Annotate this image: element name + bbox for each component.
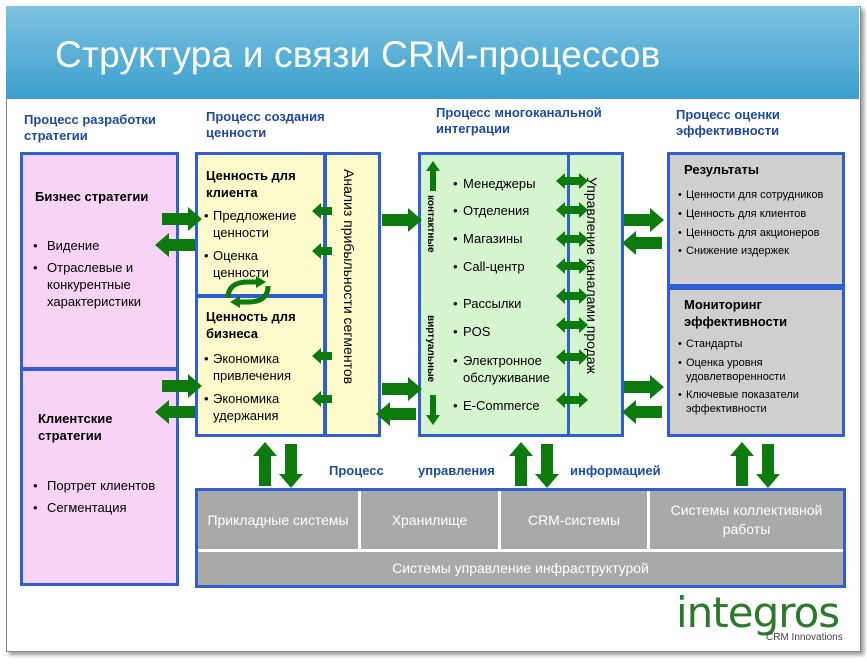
info-process-word: Процесс [329,463,384,478]
info-process-word: информацией [570,463,661,478]
channel-item: Магазины [463,231,523,246]
bullet-icon: • [204,351,209,366]
results-title: Результаты [684,162,759,177]
bullet-icon: • [453,259,458,274]
bullet-icon: • [678,338,682,350]
bullet-icon: • [678,208,682,220]
bullet-icon: • [33,500,38,515]
business-strategy-box: Бизнес стратегии • Видение • Отраслевые … [20,152,179,370]
infrastructure-management-cell: Системы управление инфраструктурой [198,552,843,585]
bullet-icon: • [453,296,458,311]
segment-profitability-box: Анализ прибыльности сегментов [324,152,381,437]
channel-item: Менеджеры [463,176,536,191]
column-heading-evaluation: Процесс оценки эффективности [676,107,780,138]
logo-tagline: CRM Innovations [766,632,843,643]
bullet-icon: • [453,231,458,246]
monitoring-box: Мониторинг эффективности • Стандарты • О… [667,287,845,437]
sales-channel-management-label: Управление каналами продаж [584,177,600,374]
bullet-icon: • [678,227,682,239]
bullet-icon: • [33,238,38,253]
contact-channels-label: контактные [425,195,436,253]
bullet-icon: • [453,176,458,191]
business-value-item: Экономика привлечения [213,351,292,383]
info-process-word: управления [418,463,495,478]
storage-cell: Хранилище [361,491,498,549]
results-item: Снижение издержек [686,245,789,257]
applied-systems-cell: Прикладные системы [198,491,358,549]
bullet-icon: • [678,245,682,257]
bullet-icon: • [204,391,209,406]
down-arrow-icon [426,395,440,425]
bullet-icon: • [678,189,682,201]
business-value-item: Экономика удержания [213,391,280,423]
channel-item: Отделения [463,203,530,218]
results-box: Результаты • Ценности для сотрудников • … [667,152,845,287]
bullet-icon: • [453,203,458,218]
business-value-box: Ценность для бизнеса • Экономика привлеч… [195,295,326,437]
bullet-icon: • [453,353,458,368]
bullet-icon: • [204,208,209,223]
crm-systems-cell: CRM-системы [501,491,647,549]
collaboration-systems-cell: Системы коллективной работы [650,491,843,549]
business-strategy-item: Отраслевые и конкурентные характеристики [47,260,142,309]
client-strategy-title: Клиентские стратегии [38,411,113,443]
monitoring-item: Ключевые показатели эффективности [686,389,799,415]
virtual-channels-label: виртуальные [425,315,436,383]
monitoring-item: Оценка уровня удовлетворенности [686,357,786,383]
channels-box: контактные виртуальные • Менеджеры • Отд… [418,152,570,437]
bullet-icon: • [33,260,38,275]
bullet-icon: • [204,248,209,263]
business-strategy-item: Видение [47,238,100,253]
client-strategy-item: Портрет клиентов [47,478,156,493]
channel-item: Электронное обслуживание [463,353,550,385]
bullet-icon: • [453,324,458,339]
column-heading-strategy: Процесс разработки стратегии [24,112,156,143]
channel-item: POS [463,324,491,339]
client-value-item: Оценка ценности [213,248,269,280]
monitoring-title: Мониторинг эффективности [684,297,788,329]
client-strategy-item: Сегментация [47,500,127,515]
column-heading-multichannel: Процесс многоканальной интеграции [436,105,602,136]
results-item: Ценности для сотрудников [686,189,824,201]
bullet-icon: • [678,357,682,369]
channel-item: Рассылки [463,296,522,311]
results-item: Ценность для клиентов [686,208,807,220]
cycle-arrows-icon [225,276,271,308]
results-item: Ценность для акционеров [686,227,820,239]
business-value-title: Ценность для бизнеса [206,309,296,341]
integros-logo: integros [676,588,840,637]
up-arrow-icon [426,161,440,191]
client-value-title: Ценность для клиента [206,168,296,200]
client-strategy-box: Клиентские стратегии • Портрет клиентов … [20,368,179,586]
monitoring-item: Стандарты [686,338,743,350]
channel-item: Call-центр [463,259,525,274]
business-strategy-title: Бизнес стратегии [35,189,149,204]
bullet-icon: • [33,478,38,493]
client-value-item: Предложение ценности [213,208,297,240]
channel-item: E-Commerce [463,398,540,413]
bullet-icon: • [678,389,682,401]
segment-profitability-label: Анализ прибыльности сегментов [341,169,357,385]
slide-title: Структура и связи CRM-процессов [55,34,661,75]
bullet-icon: • [453,398,458,413]
slide-header [6,6,859,99]
column-heading-value: Процесс создания ценности [206,109,325,140]
